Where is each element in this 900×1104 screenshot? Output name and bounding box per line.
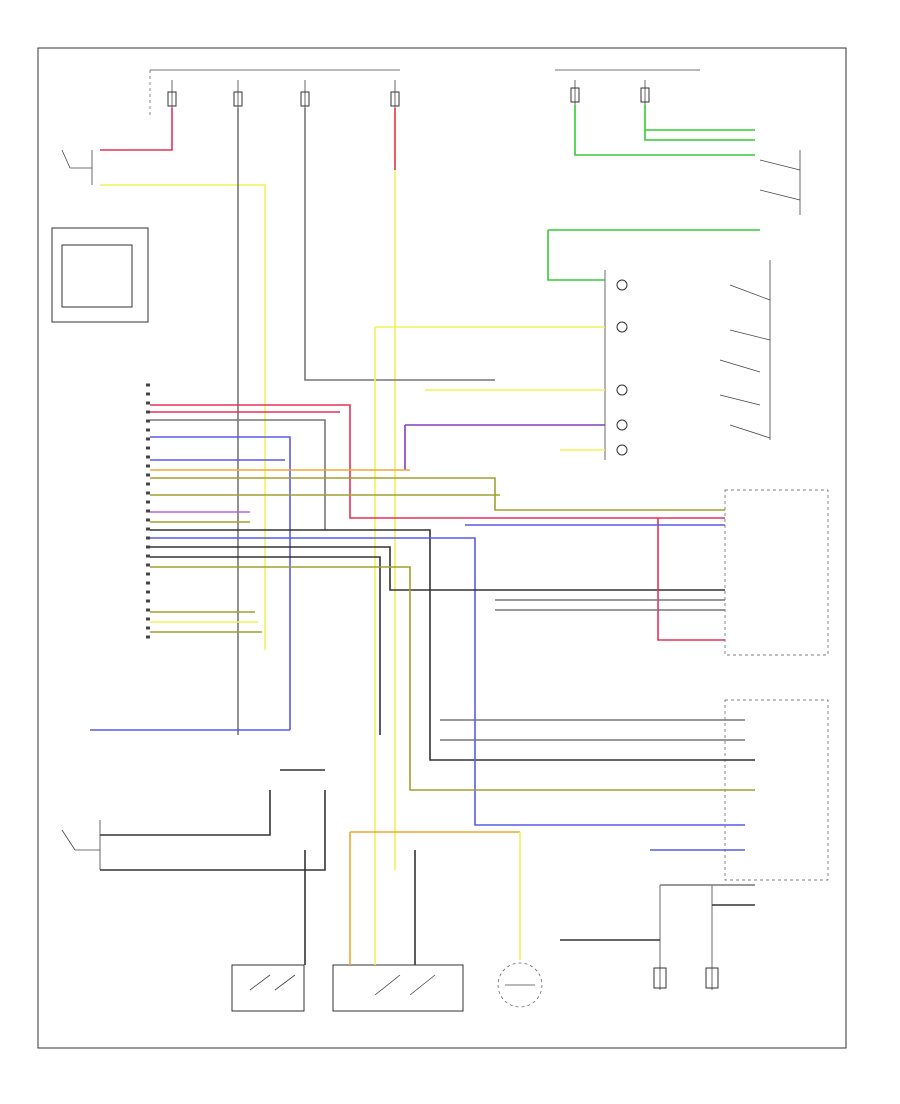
fuse-group-left xyxy=(149,69,400,140)
wire-green-11 xyxy=(547,230,605,281)
wire-olive-24 xyxy=(150,477,725,511)
wire-red-36 xyxy=(657,518,725,641)
connector-pin xyxy=(146,437,150,441)
bottom-sensor-right xyxy=(497,962,543,1008)
wire-yellow-2 xyxy=(100,184,266,650)
connector-pin xyxy=(146,491,150,495)
bottom-switch-center xyxy=(332,964,464,1012)
switch-bank-right xyxy=(604,260,771,460)
wire-dark-43 xyxy=(100,790,271,836)
fuse-1 xyxy=(167,91,177,107)
wire-grey-20 xyxy=(150,419,326,530)
wire-green-9 xyxy=(644,130,755,141)
connector-pin xyxy=(146,410,150,414)
connector-pin xyxy=(146,572,150,576)
connector-pin xyxy=(146,419,150,423)
wire-red-1 xyxy=(100,108,173,151)
connector-pin xyxy=(146,545,150,549)
connector-pin xyxy=(146,563,150,567)
connector-pin xyxy=(146,581,150,585)
diagram-border xyxy=(37,47,847,1049)
engine-control-module-box xyxy=(724,489,829,656)
bottom-switch-left xyxy=(231,964,305,1012)
fuse-2 xyxy=(233,91,243,107)
connector-pin xyxy=(146,527,150,531)
connector-pin xyxy=(146,428,150,432)
connector-pin xyxy=(146,608,150,612)
connector-pin xyxy=(146,500,150,504)
wire-olive-32 xyxy=(150,566,755,791)
connector-pin xyxy=(146,635,150,639)
wire-green-7 xyxy=(574,105,755,156)
control-module-inner xyxy=(61,244,133,308)
connector-pin xyxy=(146,446,150,450)
connector-pin xyxy=(146,401,150,405)
connector-pin xyxy=(146,473,150,477)
fuse-4 xyxy=(390,91,400,107)
fuse-group-right xyxy=(555,69,700,120)
wire-grey-6 xyxy=(304,108,495,381)
wire-blue-29 xyxy=(150,537,745,826)
connector-pin xyxy=(146,482,150,486)
connector-pin xyxy=(146,509,150,513)
wire-dark-31 xyxy=(150,556,381,735)
relay-top-right xyxy=(759,150,801,215)
fuse-3 xyxy=(300,91,310,107)
connector-pin xyxy=(146,617,150,621)
wire-dark-28 xyxy=(150,529,755,761)
control-module-box xyxy=(51,227,149,323)
connector-pin xyxy=(146,464,150,468)
connector-pin xyxy=(146,536,150,540)
connector-pin xyxy=(146,383,150,387)
connector-pin xyxy=(146,554,150,558)
connector-pin xyxy=(146,455,150,459)
wire-dark-30 xyxy=(150,546,725,591)
wire-green-8 xyxy=(644,105,755,131)
wire-blue-21 xyxy=(150,436,291,730)
connector-pin xyxy=(146,392,150,396)
neutral-switch xyxy=(61,820,101,870)
connector-pin xyxy=(146,518,150,522)
bottom-solenoids xyxy=(653,885,719,990)
fuse-6 xyxy=(640,87,650,103)
wire-red-18 xyxy=(150,404,725,519)
ignition-switch xyxy=(61,149,93,185)
fuse-5 xyxy=(570,87,580,103)
connector-pin xyxy=(146,599,150,603)
wiring-layer xyxy=(90,105,760,965)
connector-pin xyxy=(146,626,150,630)
connector-pin xyxy=(146,590,150,594)
wire-dark-44 xyxy=(100,790,326,871)
main-connector xyxy=(146,383,150,639)
